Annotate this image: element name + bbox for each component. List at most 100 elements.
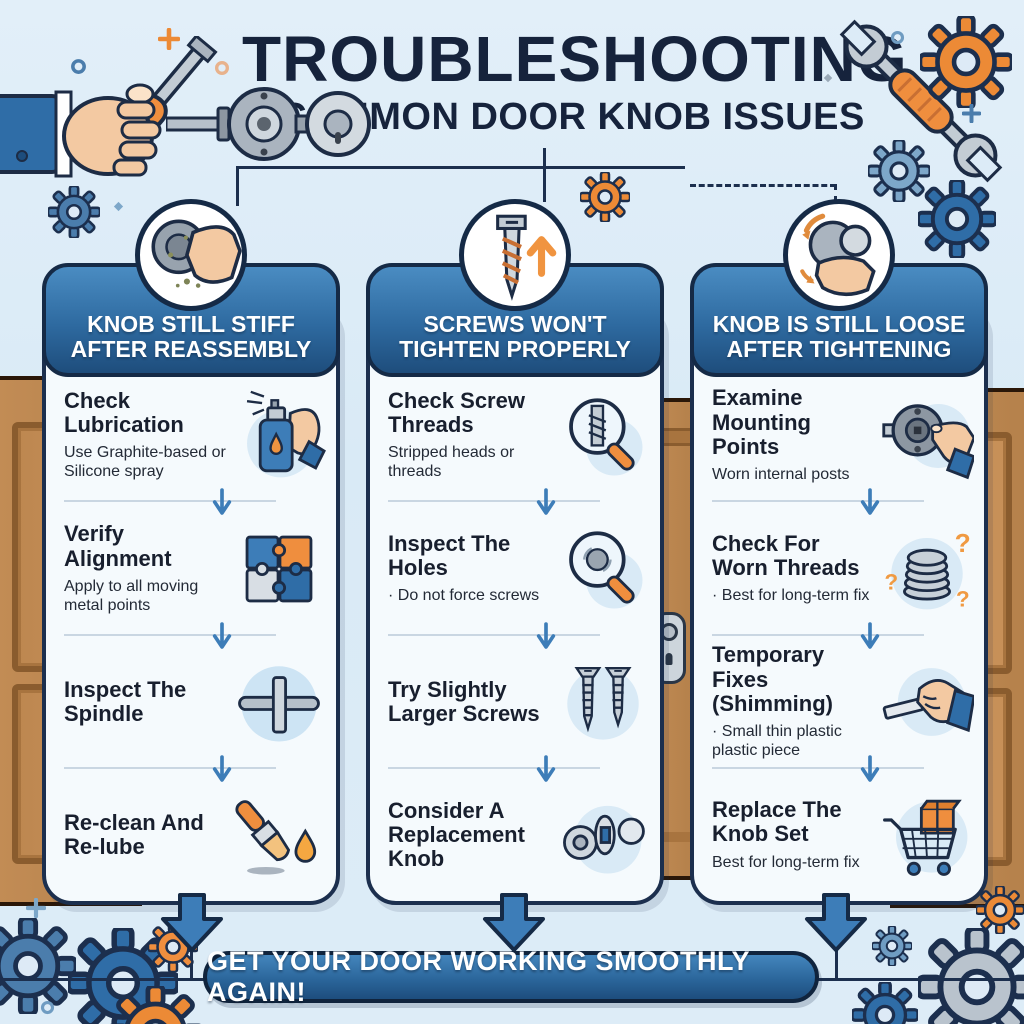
door-knob-assembly-icon bbox=[166, 87, 371, 161]
screw-up-arrow-icon bbox=[459, 199, 571, 311]
step-divider bbox=[712, 622, 974, 650]
hand-cleaning-knob-icon bbox=[135, 199, 247, 311]
down-arrow-icon bbox=[211, 622, 233, 650]
gear-icon bbox=[48, 186, 100, 238]
brush-and-oil-drop-icon bbox=[232, 788, 326, 882]
step-verify-alignment: Verify Alignment Apply to all moving met… bbox=[64, 517, 326, 620]
worn-threads-icon: ? ? ? bbox=[880, 522, 974, 616]
connector-line-dashed bbox=[690, 184, 836, 187]
down-arrow-icon bbox=[535, 488, 557, 516]
step-note: · Small thin plastic plastic piece bbox=[712, 723, 842, 759]
step-note: Stripped heads or threads bbox=[388, 444, 515, 481]
ring-icon bbox=[40, 1000, 55, 1015]
hand-shim-icon bbox=[880, 655, 976, 749]
big-down-arrow-icon bbox=[481, 893, 547, 953]
sparkle-icon bbox=[822, 72, 834, 84]
connector-line-dashed bbox=[834, 184, 837, 202]
connector-line bbox=[236, 166, 239, 206]
step-title: Check Lubrication bbox=[64, 388, 184, 438]
sparkle-icon bbox=[158, 28, 180, 50]
hand-turning-knob-icon bbox=[783, 199, 895, 311]
step-note: Apply to all moving metal points bbox=[64, 577, 199, 614]
column-header: KNOB IS STILL LOOSE AFTER TIGHTENING bbox=[690, 263, 988, 377]
down-arrow-icon bbox=[211, 755, 233, 783]
spray-can-icon bbox=[232, 389, 326, 483]
gear-icon bbox=[920, 16, 1012, 108]
down-arrow-icon bbox=[211, 488, 233, 516]
step-note: Best for long-term fix bbox=[712, 853, 860, 871]
sparkle-icon bbox=[26, 898, 46, 918]
step-check-screw-threads: Check Screw Threads Stripped heads or th… bbox=[388, 384, 650, 487]
step-divider bbox=[64, 622, 326, 650]
down-arrow-icon bbox=[859, 488, 881, 516]
step-title: Inspect The Spindle bbox=[64, 676, 187, 727]
title-line1: TROUBLESHOOTING bbox=[242, 23, 908, 95]
step-title: Consider A Replacement Knob bbox=[388, 798, 525, 872]
step-divider bbox=[388, 622, 650, 650]
ring-icon bbox=[70, 58, 87, 75]
gear-icon bbox=[918, 180, 996, 258]
two-screws-icon bbox=[556, 655, 650, 749]
big-down-arrow-icon bbox=[159, 893, 225, 953]
step-examine-mounting: Examine Mounting Points Worn internal po… bbox=[712, 384, 976, 487]
gear-icon bbox=[918, 928, 1024, 1024]
column-knob-stiff: KNOB STILL STIFF AFTER REASSEMBLY Check … bbox=[42, 199, 340, 905]
step-replacement-knob: Consider A Replacement Knob bbox=[388, 784, 650, 887]
column-screws-wont-tighten: SCREWS WON'T TIGHTEN PROPERLY Check Scre… bbox=[366, 199, 664, 905]
step-inspect-holes: Inspect The Holes · Do not force screws bbox=[388, 517, 650, 620]
sparkle-icon bbox=[962, 104, 981, 123]
spindle-icon bbox=[232, 655, 326, 749]
down-arrow-icon bbox=[859, 755, 881, 783]
down-arrow-icon bbox=[535, 622, 557, 650]
footer-banner: GET YOUR DOOR WORKING SMOOTHLY AGAIN! bbox=[203, 946, 819, 1007]
mounting-plate-icon bbox=[880, 389, 976, 483]
step-title: Replace The Knob Set bbox=[712, 797, 842, 847]
column-knob-loose: KNOB IS STILL LOOSE AFTER TIGHTENING Exa… bbox=[690, 199, 988, 905]
step-temporary-fixes: Temporary Fixes (Shimming) · Small thin … bbox=[712, 643, 976, 759]
keyhole-icon bbox=[665, 653, 673, 665]
step-divider bbox=[388, 755, 650, 783]
step-divider bbox=[64, 488, 326, 516]
down-arrow-icon bbox=[859, 622, 881, 650]
wrench-icon bbox=[839, 19, 1003, 183]
step-check-lubrication: Check Lubrication Use Graphite-based or … bbox=[64, 384, 326, 487]
step-title: Temporary Fixes (Shimming) bbox=[712, 642, 833, 716]
magnifier-hole-icon bbox=[556, 522, 650, 616]
replacement-knob-icon bbox=[556, 788, 650, 882]
ring-icon bbox=[214, 60, 230, 76]
magnifier-screw-icon bbox=[556, 389, 650, 483]
gear-icon bbox=[976, 886, 1024, 934]
step-title: Check For Worn Threads bbox=[712, 530, 860, 580]
step-reclean-relube: Re-clean And Re-lube bbox=[64, 784, 326, 887]
step-divider bbox=[712, 488, 974, 516]
ring-icon bbox=[890, 30, 905, 45]
hand-holding-screwdriver-icon bbox=[0, 36, 218, 178]
page-title: TROUBLESHOOTING COMMON DOOR KNOB ISSUES bbox=[242, 23, 908, 139]
gear-icon bbox=[872, 926, 912, 966]
svg-text:?: ? bbox=[955, 528, 971, 558]
connector-line bbox=[543, 166, 685, 169]
step-worn-threads: Check For Worn Threads · Best for long-t… bbox=[712, 517, 974, 620]
big-down-arrow-icon bbox=[803, 893, 869, 953]
step-divider bbox=[64, 755, 326, 783]
svg-text:?: ? bbox=[956, 586, 970, 611]
step-title: Check Screw Threads bbox=[388, 388, 525, 438]
step-larger-screws: Try Slightly Larger Screws bbox=[388, 651, 650, 754]
shopping-cart-icon bbox=[880, 788, 974, 882]
step-divider bbox=[712, 755, 974, 783]
svg-text:?: ? bbox=[884, 570, 898, 595]
gear-icon bbox=[580, 172, 630, 222]
gear-icon bbox=[852, 982, 918, 1024]
step-title: Try Slightly Larger Screws bbox=[388, 676, 540, 727]
step-inspect-spindle: Inspect The Spindle bbox=[64, 651, 326, 754]
connector-line bbox=[543, 148, 546, 202]
gear-icon bbox=[108, 986, 203, 1024]
down-arrow-icon bbox=[535, 755, 557, 783]
sparkle-icon bbox=[112, 200, 125, 213]
step-title: Re-clean And Re-lube bbox=[64, 810, 204, 860]
step-title: Verify Alignment bbox=[64, 521, 172, 571]
step-note: Use Graphite-based or Silicone spray bbox=[64, 444, 226, 481]
gear-icon bbox=[0, 918, 76, 1014]
connector-line bbox=[236, 166, 546, 169]
